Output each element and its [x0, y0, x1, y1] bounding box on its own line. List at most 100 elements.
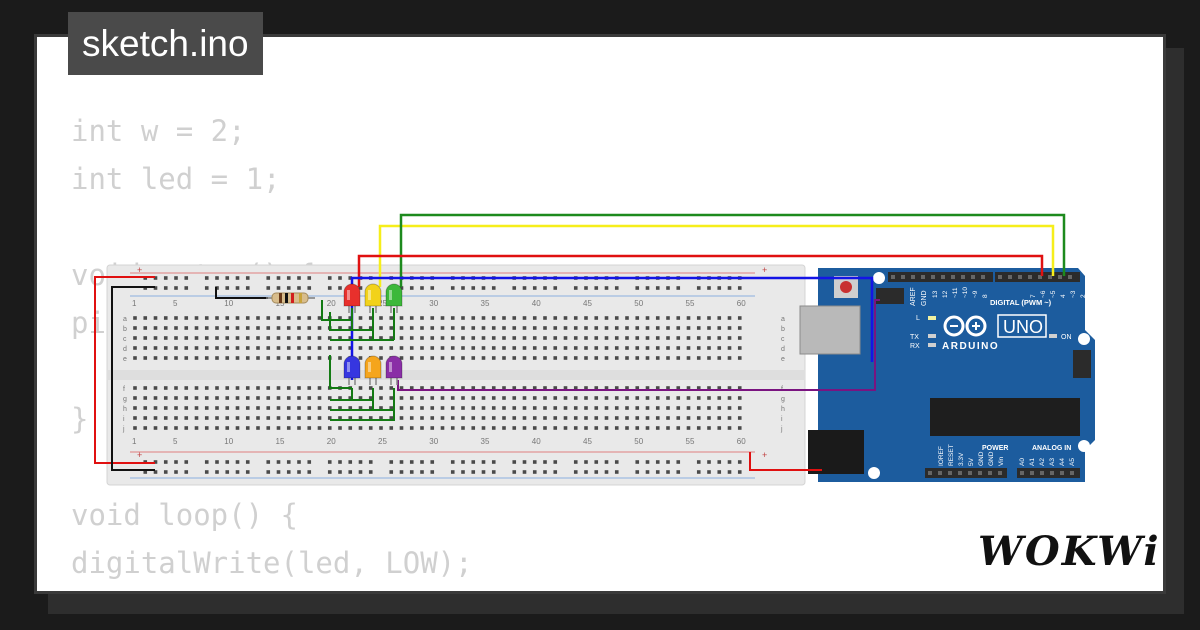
wire-black-rail-loop [111, 286, 155, 471]
row-letter: g [123, 396, 127, 403]
column-number: 5 [173, 299, 178, 308]
wires-green-jumpers [321, 300, 395, 421]
row-letter: a [781, 316, 785, 323]
column-number: 20 [327, 299, 336, 308]
row-letter: g [781, 396, 785, 403]
digital-pin-label: RX←0 [1100, 278, 1107, 298]
column-number: 60 [737, 299, 746, 308]
code-line: int w = 2; [71, 114, 246, 148]
power-pin-label: RESET [948, 444, 955, 466]
reset-button[interactable] [840, 281, 852, 293]
rx-led [928, 343, 936, 347]
resistor [266, 292, 315, 304]
analog-pin-label: A2 [1039, 458, 1046, 466]
row-letter: a [123, 316, 127, 323]
wires [94, 213, 1066, 471]
aref-label: AREF [910, 287, 917, 306]
power-pin-label: GND [978, 451, 985, 466]
digital-pin-label: ~11 [952, 287, 959, 298]
column-number: 5 [173, 437, 178, 446]
arduino-logo-icon [943, 315, 987, 337]
analog-pin-label: A4 [1059, 458, 1066, 466]
header-pins [891, 275, 1074, 475]
code-line: int led = 1; [71, 162, 281, 196]
row-letter: i [781, 416, 783, 423]
column-number: 50 [634, 437, 643, 446]
column-number: 30 [429, 299, 438, 308]
analog-pin-label: A0 [1019, 458, 1026, 466]
digital-pin-label: 7 [1030, 294, 1037, 298]
mounting-hole [1078, 333, 1090, 345]
digital-pin-label: 2 [1080, 294, 1087, 298]
column-number: 40 [532, 437, 541, 446]
analog-label: ANALOG IN [1032, 445, 1071, 452]
column-number: 30 [429, 437, 438, 446]
file-tab[interactable]: sketch.ino [68, 12, 263, 75]
row-letter: h [123, 406, 127, 413]
column-number: 25 [378, 299, 387, 308]
arduino-label: ARDUINO [942, 341, 999, 352]
row-letter: d [123, 346, 127, 353]
atmega-chip [930, 398, 1080, 436]
power-pin-label: 3.3V [958, 452, 965, 466]
column-number: 20 [327, 437, 336, 446]
row-letter: e [123, 356, 127, 363]
code-line: digitalWrite(led, LOW); [71, 546, 473, 580]
l-led-label: L [916, 315, 920, 322]
digital-pin-label: ~9 [972, 290, 979, 298]
column-number: 15 [276, 437, 285, 446]
column-number: 50 [634, 299, 643, 308]
digital-pin-label: ~3 [1070, 290, 1077, 298]
analog-pin-label: A1 [1029, 458, 1036, 466]
power-label: POWER [982, 445, 1008, 452]
column-number: 10 [224, 299, 233, 308]
icsp-header-right [1073, 350, 1091, 378]
digital-header-right [995, 272, 1080, 282]
wokwi-logo: WOKWi [978, 528, 1161, 575]
power-pin-label: Vin [998, 456, 1005, 466]
breadboard: 1155101015152020252530303535404045455050… [106, 264, 806, 486]
code-line: } [71, 402, 89, 436]
column-number: 35 [481, 437, 490, 446]
analog-pin-label: A5 [1069, 458, 1076, 466]
leds [343, 283, 403, 385]
uno-label: UNO [1003, 317, 1043, 337]
analog-pin-label: A3 [1049, 458, 1056, 466]
digital-label: DIGITAL (PWM ~) [990, 298, 1052, 307]
uno-badge [997, 314, 1047, 338]
column-number: 1 [132, 299, 137, 308]
column-number: 40 [532, 299, 541, 308]
row-letter: e [781, 356, 785, 363]
row-letter: j [780, 426, 783, 433]
led-blue [343, 355, 361, 385]
digital-pin-label: 4 [1060, 294, 1067, 298]
digital-pin-label: ~6 [1040, 290, 1047, 298]
led-orange [364, 355, 382, 385]
wire-red-power [749, 452, 822, 471]
gnd-label: GND [921, 290, 928, 306]
rail-plus-label-bottom-right: + [762, 450, 767, 460]
mounting-hole [868, 467, 880, 479]
power-jack [808, 430, 864, 474]
rail-plus-label-bottom: + [137, 450, 142, 460]
mounting-hole [1078, 440, 1090, 452]
row-letter: c [781, 336, 785, 343]
icsp-header [876, 288, 904, 304]
led-green [385, 283, 403, 313]
digital-pin-label: 8 [982, 294, 989, 298]
wire-green-pin [399, 213, 1066, 287]
row-letter: h [781, 406, 785, 413]
wire-black-resistor [215, 287, 268, 299]
analog-header [1017, 468, 1080, 478]
column-number: 10 [224, 437, 233, 446]
led-red [343, 283, 361, 313]
tx-led [928, 334, 936, 338]
column-number: 25 [378, 437, 387, 446]
mounting-hole [873, 272, 885, 284]
led-yellow [364, 283, 382, 313]
code-line: void loop() { [71, 498, 298, 532]
wire-purple-pin [397, 299, 880, 391]
